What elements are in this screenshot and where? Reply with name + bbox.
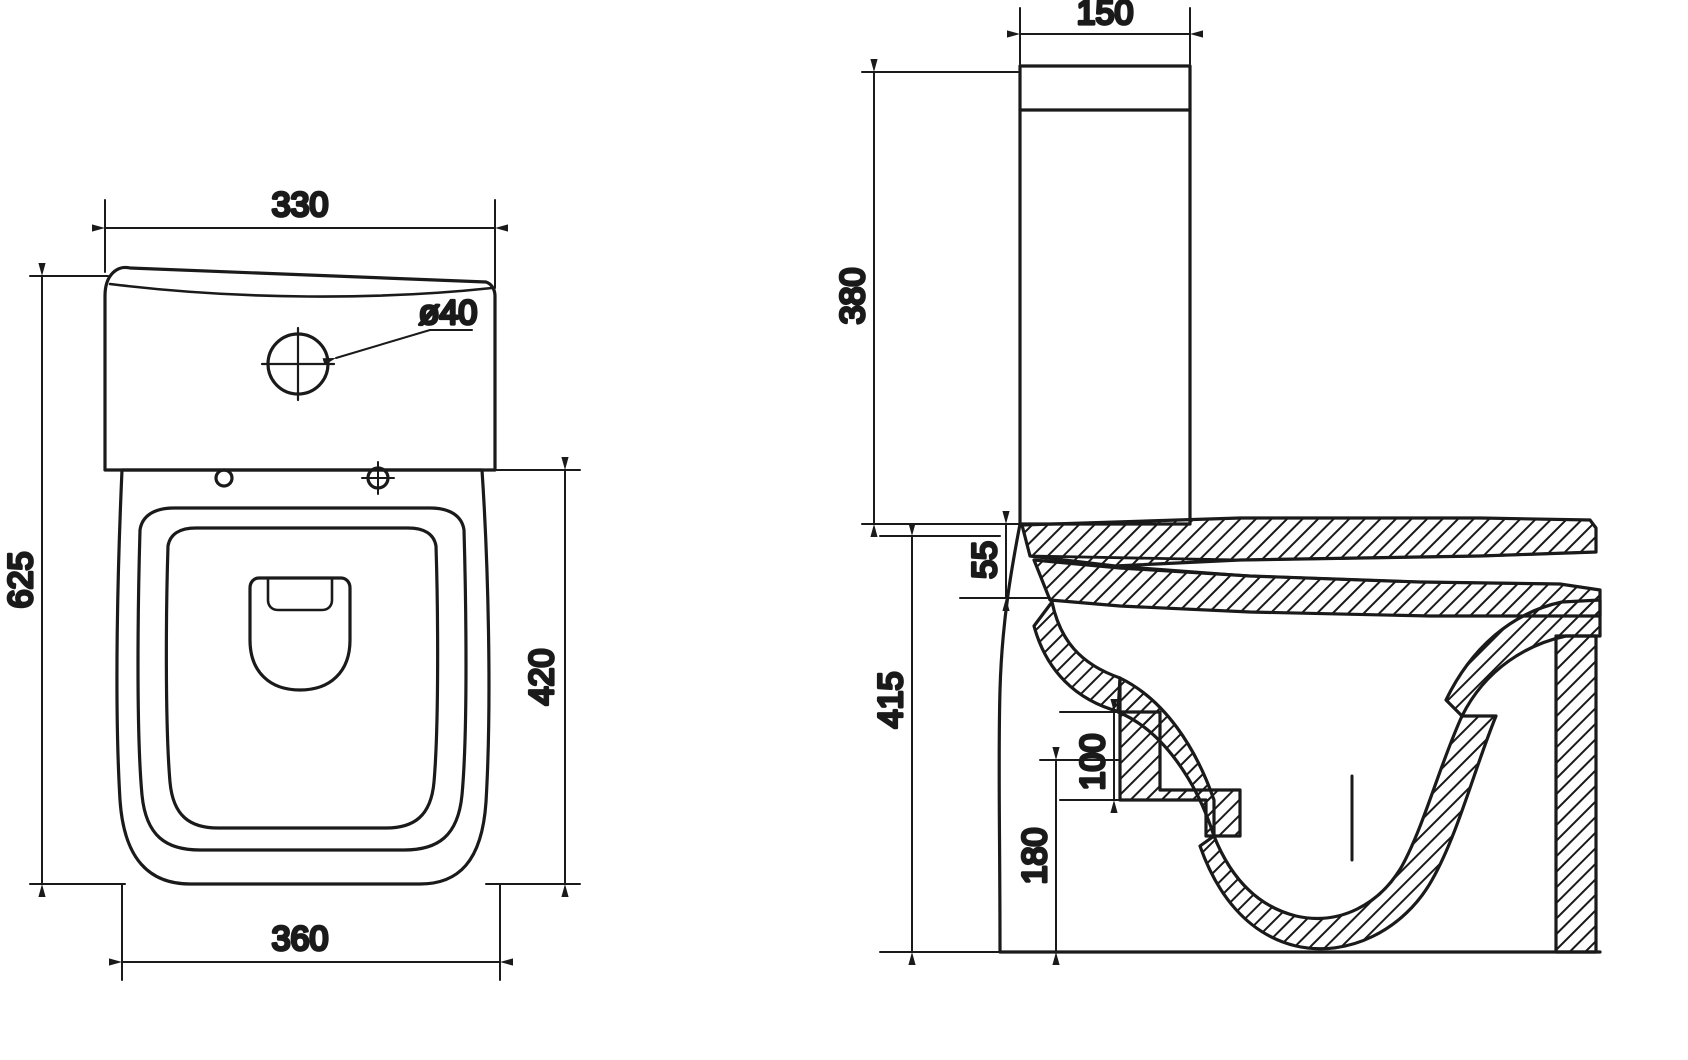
dim-label-100: 100 [1074,734,1112,791]
bowl-front-detail-inner [266,576,334,612]
dim-label-d40: ø40 [419,294,478,332]
fixing-hole-left [214,468,234,488]
front-view-geometry [103,265,497,886]
dim-label-150: 150 [1077,0,1134,32]
cistern-body-side [1018,108,1192,526]
front-view-dimension-labels: 330 625 420 360 ø40 [0,184,562,959]
bowl-front-detail [248,576,352,692]
outlet-connector-hatch [1118,710,1242,838]
dim-label-420: 420 [523,649,561,706]
seat-profile-line [1113,564,1562,586]
bowl-side-outer-left [997,522,1602,954]
bowl-back-wall-hatch [1554,634,1598,954]
side-view-dimension-labels: 150 380 55 415 100 180 [832,0,1135,886]
leader-line-d40 [322,329,431,366]
bowl-rim-hatch [1032,558,1602,618]
dim-label-360: 360 [272,920,329,958]
bowl-throat-hatch [1032,600,1122,714]
dim-label-380: 380 [834,268,872,325]
bowl-front-outline [115,468,491,886]
seat-outline [136,506,468,852]
cistern-lid-edge [108,282,494,298]
front-view-dimensions [29,199,581,981]
lid-underside-line [1028,550,1598,562]
bowl-wall-hatch-right [1444,598,1602,718]
seat-inner-ring [164,526,440,830]
bowl-wall-hatch-bottom [1198,714,1498,951]
dim-label-55: 55 [966,541,1004,579]
dim-label-625: 625 [2,552,40,609]
dim-label-180: 180 [1016,828,1054,885]
dim-label-415: 415 [872,672,910,729]
cistern-front-outline [103,265,497,472]
side-view-dimensions [861,7,1203,965]
cistern-lid-side [1018,64,1192,112]
dim-label-330: 330 [272,186,329,224]
side-view-geometry [997,64,1602,954]
